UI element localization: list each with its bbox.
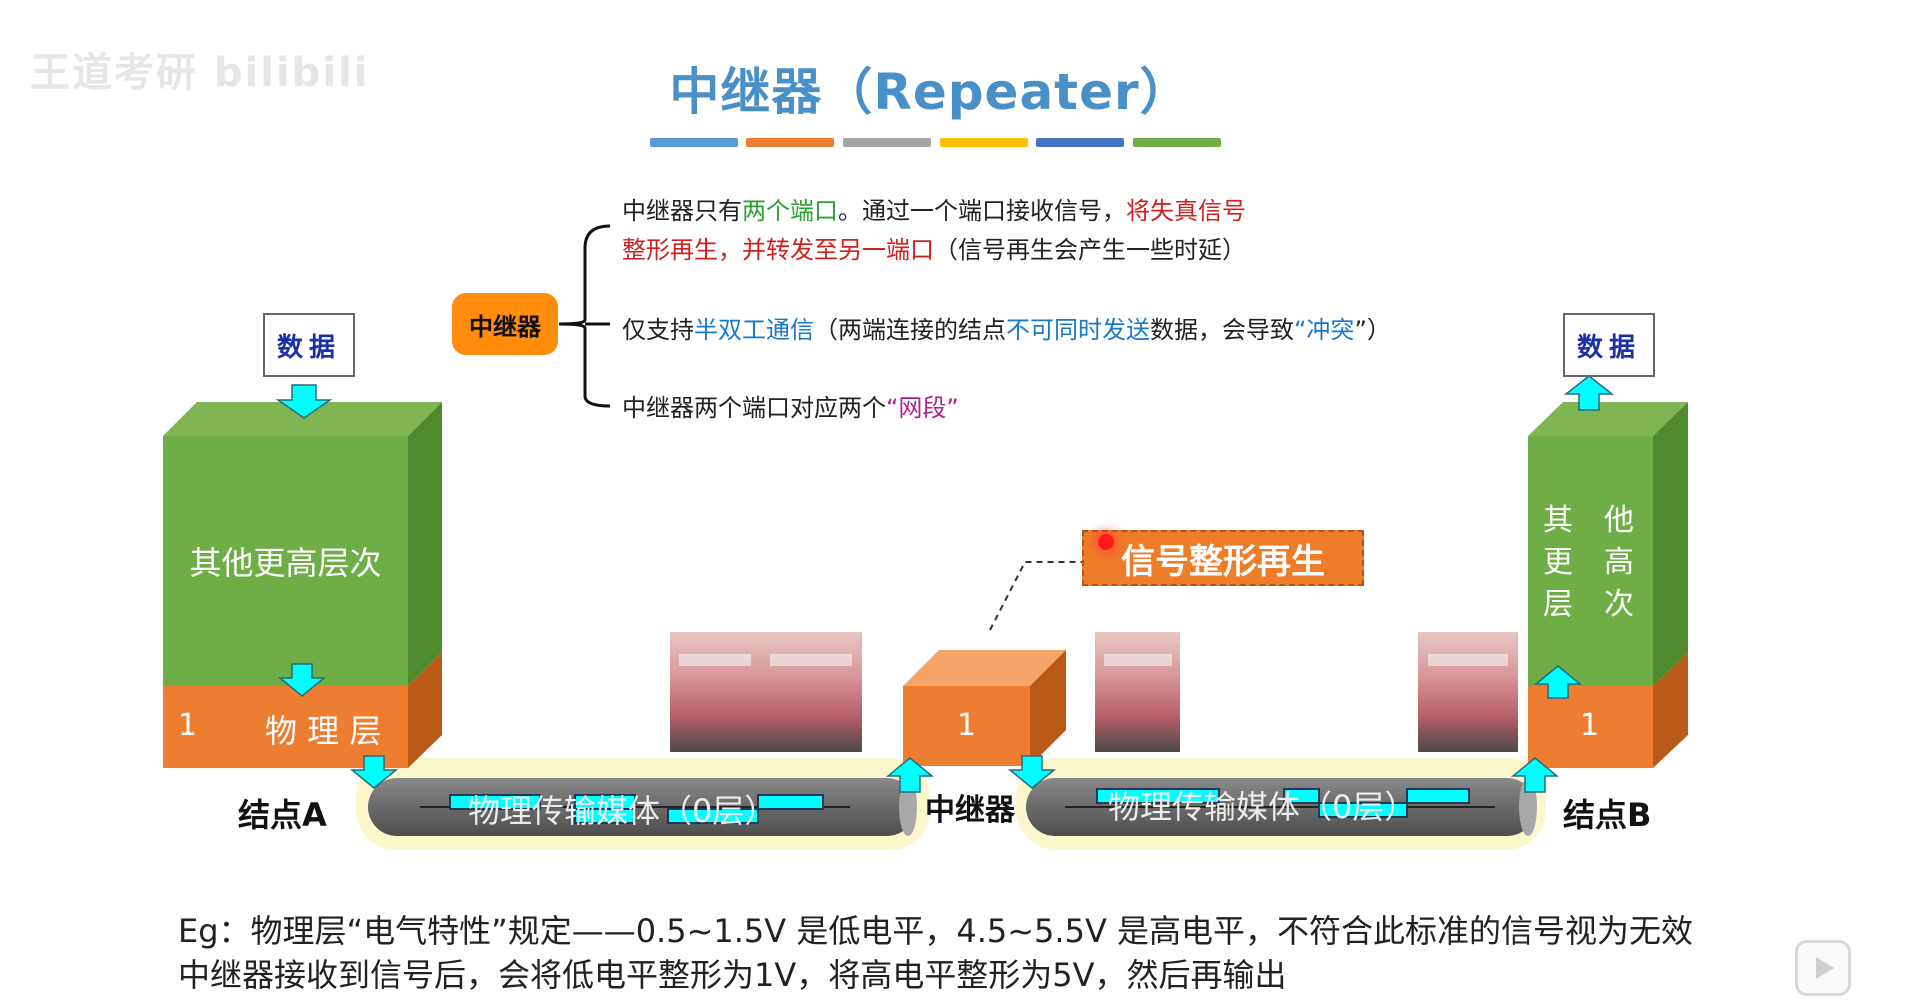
play-icon[interactable] <box>1795 940 1851 996</box>
sticker-image-3 <box>1095 632 1180 752</box>
nodeB-side-upper <box>1653 402 1688 686</box>
example-line-2: 中继器接收到信号后，会将低电平整形为1V，将高电平整形为5V，然后再输出 <box>178 950 1287 996</box>
repeater-layer-number: 1 <box>957 708 976 743</box>
sticker-image-2 <box>760 632 862 752</box>
example-line-1: Eg：物理层“电气特性”规定——0.5~1.5V 是低电平，4.5~5.5V 是… <box>178 906 1693 952</box>
laser-pointer-dot <box>1098 534 1114 550</box>
nodeB-label: 结点B <box>1563 790 1651 836</box>
signal-regeneration-callout: 信号整形再生 <box>1082 530 1364 586</box>
repeater-label: 中继器 <box>925 785 1015 829</box>
nodeA-layer-number: 1 <box>178 708 197 743</box>
callout-leader <box>990 562 1082 630</box>
nodeA-side-upper <box>408 402 442 686</box>
play-triangle-icon <box>1798 943 1848 993</box>
nodeB-upper-col2: 他 高 次 <box>1604 500 1634 626</box>
sticker-image-4 <box>1418 632 1518 752</box>
nodeA-layer-label: 物 理 层 <box>265 706 381 752</box>
sticker-image-1 <box>670 632 760 752</box>
media-label-right: 物理传输媒体（0层） <box>1108 782 1416 828</box>
nodeB-layer-number: 1 <box>1580 708 1599 743</box>
nodeA-label: 结点A <box>238 790 327 836</box>
nodeA-upper-label: 其他更高层次 <box>163 538 408 584</box>
media-label-left: 物理传输媒体（0层） <box>468 786 776 832</box>
nodeB-upper-col1: 其 更 层 <box>1543 500 1573 626</box>
nodeB-data-box: 数据 <box>1563 313 1655 377</box>
nodeA-data-box: 数据 <box>263 313 355 377</box>
